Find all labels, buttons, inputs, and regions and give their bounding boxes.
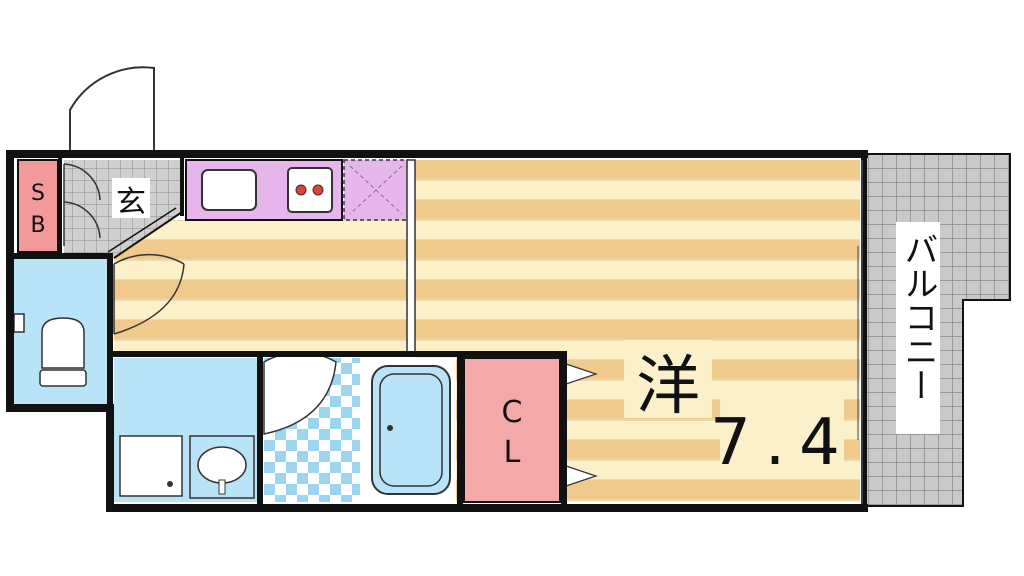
shoe-box: S B bbox=[17, 159, 59, 253]
kitchen-counter bbox=[185, 159, 409, 221]
western-room-area: 7.4 bbox=[710, 406, 854, 480]
sb-label-1: S bbox=[31, 181, 45, 206]
stove bbox=[287, 167, 333, 213]
cl-label-2: L bbox=[504, 435, 521, 470]
entry-door bbox=[69, 66, 155, 154]
balcony-label: バルコニー bbox=[898, 232, 938, 402]
balcony: バルコニー bbox=[865, 153, 1011, 507]
entrance-label: 玄 bbox=[116, 185, 146, 220]
toilet-tank bbox=[39, 369, 87, 387]
toilet-room bbox=[13, 253, 185, 404]
bathroom bbox=[263, 351, 456, 502]
toilet-bowl bbox=[41, 317, 85, 369]
washing-machine-space bbox=[119, 435, 183, 497]
sliding-partition bbox=[406, 159, 416, 353]
sink bbox=[201, 169, 257, 211]
sb-label-2: B bbox=[30, 213, 45, 238]
western-room-label: 洋 bbox=[636, 350, 700, 424]
washroom bbox=[114, 355, 258, 502]
entrance: 玄 bbox=[64, 160, 183, 259]
walls bbox=[6, 150, 868, 512]
cl-label-1: C bbox=[502, 395, 523, 430]
corridor-floor bbox=[114, 220, 414, 352]
